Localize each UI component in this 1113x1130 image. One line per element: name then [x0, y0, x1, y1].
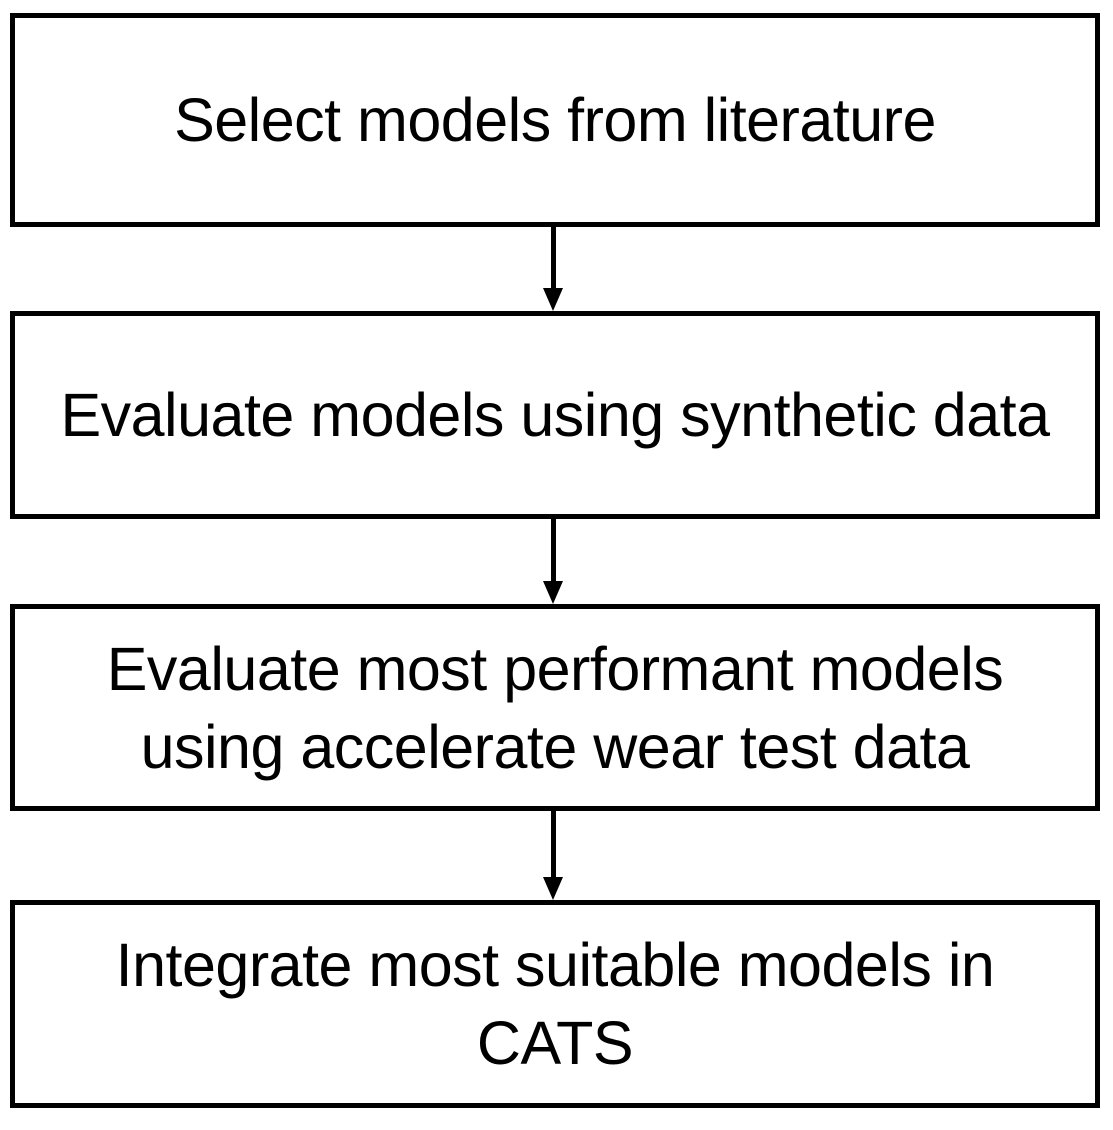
arrow-head-icon	[543, 877, 563, 900]
arrow-head-icon	[543, 581, 563, 604]
flow-node-label: Select models from literature	[174, 86, 936, 154]
arrow-shaft	[551, 519, 556, 581]
flow-node-select-models[interactable]: Select models from literature	[10, 13, 1100, 227]
arrow-shaft	[551, 227, 556, 288]
flow-connector-arrow-down	[543, 519, 564, 604]
arrow-shaft	[551, 811, 556, 877]
flow-connector-arrow-down	[543, 811, 564, 900]
flow-node-integrate-cats[interactable]: Integrate most suitable models in CATS	[10, 900, 1100, 1108]
flow-node-label: Evaluate models using synthetic data	[60, 381, 1050, 449]
flow-node-label: Integrate most suitable models in CATS	[115, 931, 995, 1077]
flow-node-label: Evaluate most performant models using ac…	[106, 634, 1004, 781]
flow-connector-arrow-down	[543, 227, 564, 311]
flow-node-evaluate-synthetic[interactable]: Evaluate models using synthetic data	[10, 311, 1100, 519]
arrow-head-icon	[543, 288, 563, 311]
flow-node-evaluate-wear-test[interactable]: Evaluate most performant models using ac…	[10, 604, 1100, 811]
